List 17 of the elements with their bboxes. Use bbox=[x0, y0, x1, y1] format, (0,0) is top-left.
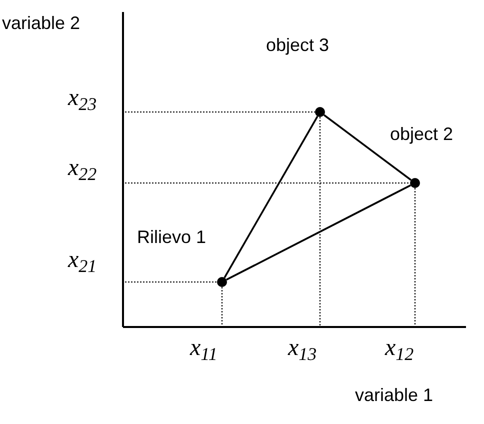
tick-label: x$_{23}$ bbox=[68, 86, 97, 110]
point-label: Rilievo 1 bbox=[137, 228, 206, 246]
axis-title: variable 2 bbox=[2, 14, 80, 32]
line-segment bbox=[224, 116, 318, 278]
data-point bbox=[315, 107, 325, 117]
line-segment bbox=[226, 184, 411, 281]
axis-title: variable 1 bbox=[355, 386, 434, 404]
point-label: object 2 bbox=[390, 125, 454, 143]
line-segment bbox=[323, 114, 412, 181]
data-point bbox=[217, 277, 227, 287]
tick-label: x$_{12}$ bbox=[385, 336, 414, 360]
data-point bbox=[410, 178, 420, 188]
tick-label: x$_{11}$ bbox=[190, 336, 218, 360]
point-label: object 3 bbox=[266, 36, 330, 54]
tick-label: x$_{13}$ bbox=[288, 336, 317, 360]
tick-label: x$_{22}$ bbox=[68, 156, 97, 180]
tick-label: x$_{21}$ bbox=[68, 248, 97, 272]
